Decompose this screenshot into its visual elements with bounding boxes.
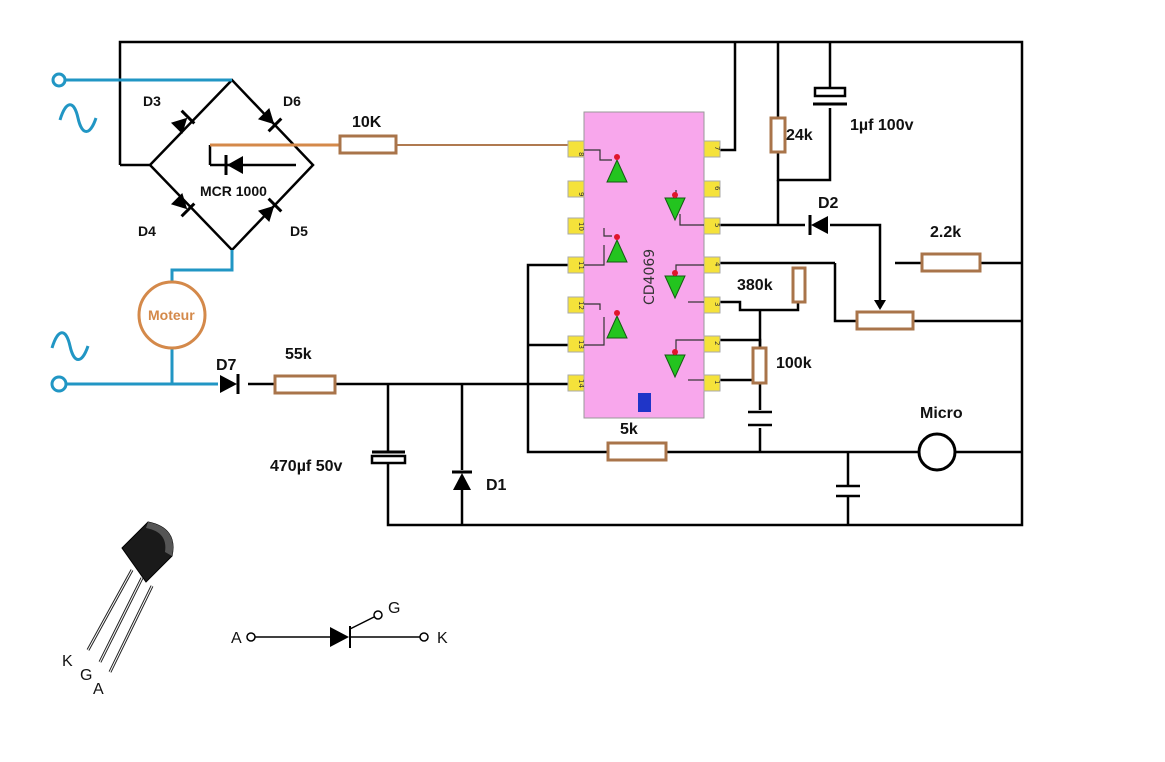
symbol-label-a: A [231, 630, 242, 647]
diode-d3 [170, 109, 196, 135]
pin-label: 7 [713, 146, 721, 150]
scr-mcr1000 [224, 155, 243, 175]
label-d1: D1 [486, 477, 507, 494]
chip-pins-right: 7 6 5 4 3 2 1 [703, 140, 721, 392]
label-d2: D2 [818, 195, 839, 212]
gate-bubble [672, 349, 678, 355]
label-d7: D7 [216, 357, 237, 374]
label-d4: D4 [138, 223, 156, 239]
label-scr: MCR 1000 [200, 183, 267, 199]
pot-wiper-arrow-icon [874, 300, 886, 310]
label-d3: D3 [143, 93, 161, 109]
pin-label: 5 [713, 223, 721, 227]
pin-label: 6 [713, 186, 721, 191]
capacitor-mic [836, 484, 860, 498]
gate-bubble [614, 234, 620, 240]
pin-label: 9 [577, 192, 585, 196]
pin-label: 8 [577, 152, 585, 156]
label-r5k: 5k [620, 421, 638, 438]
label-r100k: 100k [776, 355, 812, 372]
resistor-2-2k [920, 252, 982, 273]
chip-pins-left: 8 9 10 11 12 13 14 [567, 140, 585, 392]
pin-label: 2 [713, 341, 721, 345]
pin-label: 13 [577, 340, 585, 349]
diode-d2 [808, 215, 828, 235]
inverter-gate-5 [606, 314, 628, 339]
gate-bubble [614, 154, 620, 160]
diode-d7 [220, 374, 240, 394]
inverter-gate-3 [606, 238, 628, 263]
diode-d5 [257, 197, 283, 223]
label-d5: D5 [290, 223, 308, 239]
chip-cd4069: CD4069 8 9 10 11 12 13 14 7 6 5 [567, 111, 721, 419]
diode-d1 [452, 470, 472, 490]
pin-label: 11 [577, 261, 585, 270]
diode-d4 [170, 192, 196, 218]
label-motor: Moteur [148, 307, 195, 323]
symbol-label-g: G [388, 600, 400, 617]
pin-label: 3 [713, 302, 721, 306]
chip-notch [638, 393, 651, 412]
ac-terminal-bottom [50, 375, 68, 393]
resistor-380k [791, 266, 807, 304]
resistor-24k [769, 116, 787, 154]
scr-symbol [246, 610, 429, 648]
label-c1uf: 1µf 100v [850, 117, 914, 134]
label-d6: D6 [283, 93, 301, 109]
label-r10k: 10K [352, 114, 382, 131]
resistor-55k [273, 374, 337, 395]
microphone [917, 432, 957, 472]
wiring [118, 40, 1024, 527]
label-r380k: 380k [737, 277, 773, 294]
capacitor-470uf [370, 450, 407, 465]
label-r24k: 24k [786, 127, 813, 144]
capacitor-1uf [813, 86, 847, 106]
potentiometer [855, 310, 915, 331]
inverter-gates [606, 154, 686, 379]
resistor-100k [751, 346, 768, 385]
gate-bubble [672, 270, 678, 276]
label-r22k: 2.2k [930, 224, 961, 241]
pinout-label-a: A [93, 681, 104, 698]
ac-sine-icon-top [58, 103, 98, 133]
pin-label: 12 [577, 301, 585, 310]
gate-bubble [672, 192, 678, 198]
ac-terminal-top [51, 72, 67, 88]
resistor-10k [338, 134, 398, 155]
scr-package-drawing [86, 521, 174, 673]
label-c470: 470µf 50v [270, 458, 342, 475]
pinout-label-g: G [80, 667, 92, 684]
pin-label: 4 [713, 262, 721, 267]
ac-wiring [50, 72, 234, 393]
resistor-5k [606, 441, 668, 462]
label-micro: Micro [920, 405, 963, 422]
pin-label: 14 [577, 379, 585, 388]
pin-label: 10 [577, 222, 585, 231]
symbol-label-k: K [437, 630, 448, 647]
pin-label: 1 [713, 380, 721, 384]
chip-label: CD4069 [642, 249, 658, 305]
pinout-label-k: K [62, 653, 73, 670]
diode-d6 [257, 107, 283, 133]
label-r55k: 55k [285, 346, 312, 363]
ac-sine-icon-bottom [50, 331, 90, 361]
gate-bubble [614, 310, 620, 316]
inverter-gate-1 [606, 158, 628, 183]
motor [137, 280, 207, 350]
capacitor-timing [748, 410, 772, 427]
